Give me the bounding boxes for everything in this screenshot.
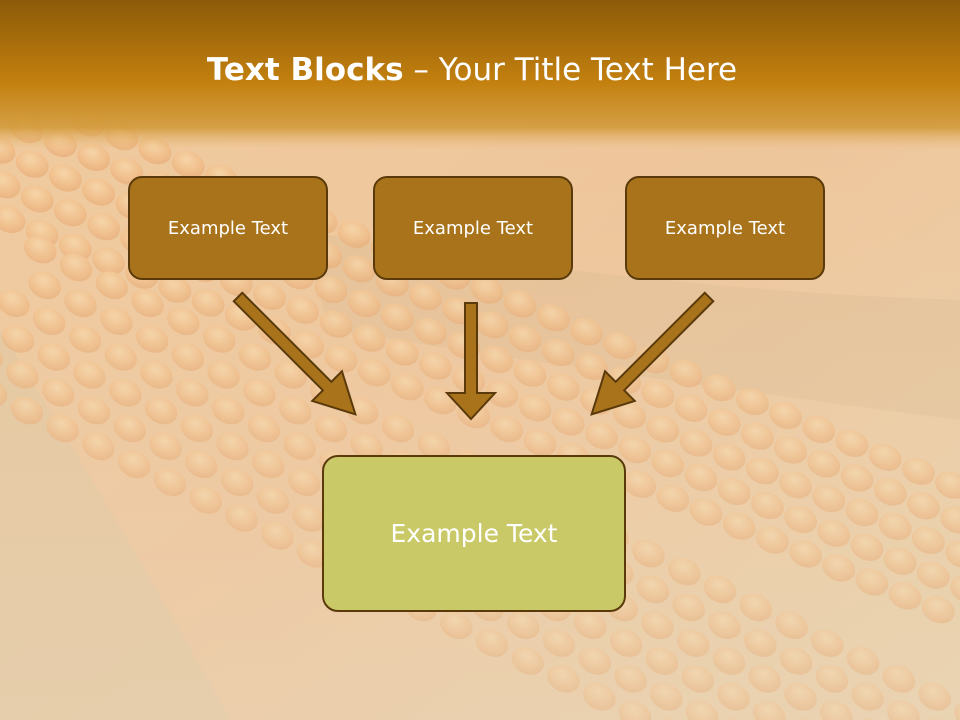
text-block-3: Example Text (625, 176, 825, 280)
title-bar (0, 0, 960, 150)
text-block-1: Example Text (128, 176, 328, 280)
text-block-2-label: Example Text (412, 217, 534, 239)
text-block-3-label: Example Text (664, 217, 786, 239)
result-block: Example Text (322, 455, 626, 612)
result-block-label: Example Text (390, 519, 558, 548)
text-block-1-label: Example Text (167, 217, 289, 239)
title-rest-part: Your Title Text Here (438, 52, 738, 88)
title-dash: – (403, 52, 439, 88)
slide-title: Text Blocks – Your Title Text Here (0, 52, 944, 88)
text-block-2: Example Text (373, 176, 573, 280)
title-bold-part: Text Blocks (206, 52, 404, 88)
